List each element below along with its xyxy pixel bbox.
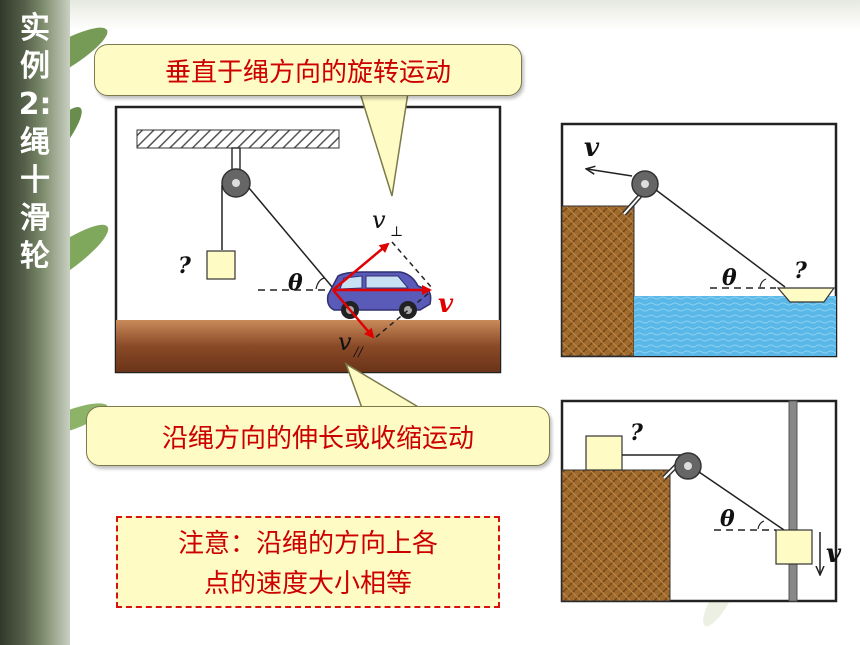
table-wall <box>561 469 671 602</box>
callout-top: 垂直于绳方向的旋转运动 <box>94 44 522 96</box>
title-char: 十 <box>20 163 50 198</box>
question-mark: ? <box>794 258 808 284</box>
callout-bottom: 沿绳方向的伸长或收缩运动 <box>86 406 550 466</box>
hanging-block <box>206 250 236 280</box>
v-perp-label: v <box>372 206 386 234</box>
note-box: 注意：沿绳的方向上各 点的速度大小相等 <box>116 516 500 608</box>
v-label: v <box>584 133 600 163</box>
theta-label: θ <box>288 270 303 296</box>
theta-label: θ <box>720 506 735 532</box>
sidebar-title: 实 例 2: 绳 十 滑 轮 <box>5 10 65 276</box>
title-char: 绳 <box>20 125 50 160</box>
v-perp-sub: ⊥ <box>390 224 403 240</box>
ground <box>116 320 500 372</box>
velocity-arrow <box>587 169 633 177</box>
theta-label: θ <box>722 265 737 291</box>
dash-helper <box>375 291 431 338</box>
title-char: 实 <box>20 11 50 46</box>
theta-arc <box>315 277 325 290</box>
theta-arc <box>757 520 765 530</box>
title-char: 2 <box>18 87 40 122</box>
title-char: 例 <box>20 49 50 84</box>
v-label: v <box>438 289 454 319</box>
rope-diagonal <box>698 471 785 531</box>
note-line1: 注意：沿绳的方向上各 <box>177 529 438 559</box>
ceiling-hatch <box>136 129 340 149</box>
rope-diagonal <box>655 189 786 288</box>
table-block <box>585 435 623 471</box>
v-par-label: v <box>338 328 352 356</box>
sidebar-stripe <box>0 0 70 645</box>
title-char: : <box>39 87 52 122</box>
boat-icon <box>776 287 836 303</box>
question-mark: ? <box>178 253 192 279</box>
v-par-sub: // <box>352 345 364 360</box>
parallel-arrow <box>332 289 375 339</box>
cliff-wall <box>561 205 635 357</box>
title-char: 轮 <box>20 239 50 274</box>
perpendicular-arrow <box>332 242 390 291</box>
question-mark: ? <box>630 420 644 446</box>
sliding-block <box>775 529 813 565</box>
vertical-pole <box>788 400 798 602</box>
dash-helper <box>391 241 433 289</box>
v-label: v <box>826 539 842 569</box>
note-line2: 点的速度大小相等 <box>203 569 412 599</box>
rope-diagonal <box>248 187 334 289</box>
title-char: 滑 <box>20 201 50 236</box>
theta-arc <box>759 278 767 288</box>
water <box>634 296 836 356</box>
